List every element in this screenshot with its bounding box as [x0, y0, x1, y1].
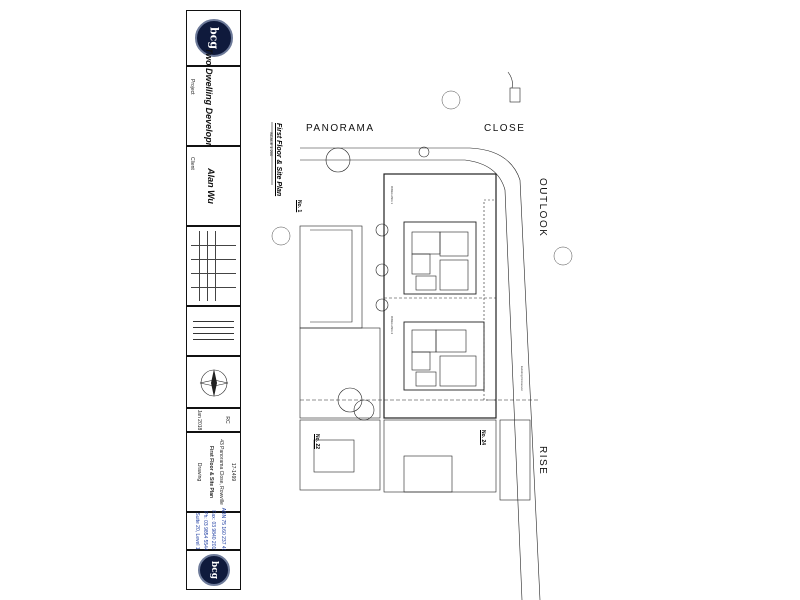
neighbour-lot [499, 419, 531, 501]
north-arrow-cell [186, 356, 241, 408]
rev-col-divider [207, 231, 208, 301]
neighbour-lot [299, 327, 381, 419]
tree-icon [375, 223, 389, 237]
lot-label: No. 24 [480, 430, 486, 446]
contact-cell: Suite 20, Level 1 Ph: 03 9854 5544 Fax: … [186, 508, 241, 554]
logo-cell-top: bcg [186, 10, 241, 66]
neighbour-building [403, 455, 453, 493]
stair [415, 371, 437, 387]
site-note: Existing Crossover [520, 366, 524, 392]
dwelling-label: DWELLING 2 [390, 316, 394, 335]
room [411, 253, 431, 275]
revision-table [186, 226, 241, 306]
drawing-info-cell: Drawing First Floor & Site Plan 43 Panor… [186, 432, 241, 512]
rev-row-divider [191, 287, 236, 288]
company-logo: bcg [194, 19, 233, 57]
plan-scale: SCALE 1:200 [269, 132, 274, 157]
logo-cell-bottom: bcg [186, 550, 241, 590]
note-line [193, 321, 234, 322]
street-name-rise: RISE [537, 446, 548, 476]
neighbour-lot [299, 225, 363, 329]
date-cell: Jan 2018 RC [186, 408, 241, 432]
lot-label: No. 1 [296, 200, 302, 213]
client-cell: Client Alan Wu [186, 146, 241, 226]
street-name-panorama: PANORAMA [306, 123, 375, 134]
neighbour-lot [299, 419, 381, 491]
room [439, 259, 469, 291]
lot-label: No. 22 [314, 434, 320, 450]
project-cell: Project Two Dwelling Development [186, 48, 241, 164]
neighbour-building [313, 439, 355, 473]
note-line [193, 333, 234, 334]
legend-leader [507, 71, 513, 89]
north-arrow-icon [199, 369, 229, 397]
driveway [483, 199, 497, 401]
section-marker-icon [271, 226, 291, 246]
dwelling-label: DWELLING 1 [390, 186, 394, 205]
section-marker-icon [441, 90, 461, 110]
note-line [193, 339, 234, 340]
neighbour-building [310, 229, 353, 323]
revision-grid [191, 231, 236, 301]
kerb-line [300, 147, 541, 600]
room [411, 329, 437, 353]
street-name-outlook: OUTLOOK [537, 178, 548, 238]
stair [415, 275, 437, 291]
rev-col-divider [199, 231, 200, 301]
notes-cell [186, 306, 241, 356]
note-line [193, 327, 234, 328]
rev-col-divider [215, 231, 216, 301]
street-name-close: CLOSE [484, 123, 526, 134]
tree-icon [375, 263, 389, 277]
room [411, 351, 431, 371]
section-marker-icon [553, 246, 573, 266]
tree-icon [418, 146, 430, 158]
plan-title: First Floor & Site Plan [275, 123, 282, 197]
legend-box-icon [509, 87, 521, 103]
dwelling-1-outline [403, 221, 477, 295]
kerb-line [300, 159, 523, 600]
tree-icon [353, 399, 375, 421]
room [439, 231, 469, 257]
room [435, 329, 467, 353]
company-logo: bcg [197, 554, 230, 586]
tree-icon [325, 147, 351, 173]
rev-row-divider [191, 273, 236, 274]
rev-row-divider [191, 245, 236, 246]
rev-row-divider [191, 259, 236, 260]
room [411, 231, 441, 255]
room [439, 355, 477, 387]
tree-icon [375, 298, 389, 312]
